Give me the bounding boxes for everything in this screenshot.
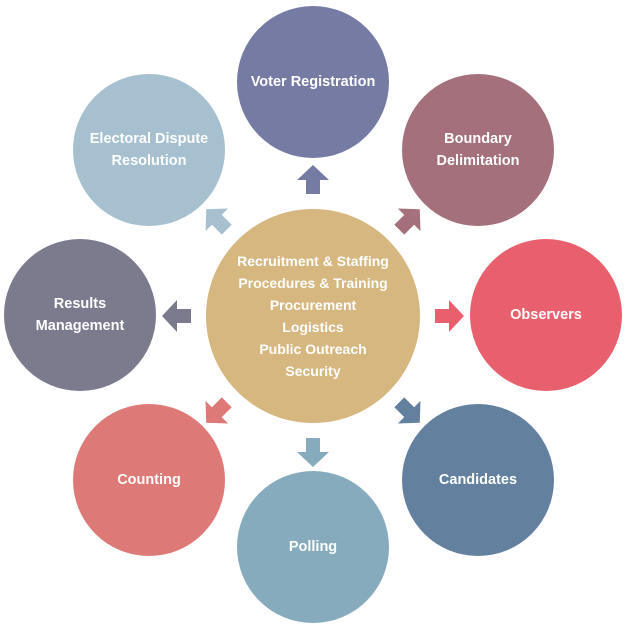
electoral-dispute-resolution-label-line1: Electoral Dispute — [89, 131, 209, 147]
center-item: Public Outreach — [259, 341, 367, 357]
voter-registration-arrow-icon — [297, 165, 329, 194]
boundary-delimitation-label-line2: Delimitation — [436, 153, 520, 169]
voter-registration-circle: Voter Registration — [237, 6, 389, 158]
results-management-arrow-icon — [162, 300, 191, 332]
electoral-dispute-resolution-label-line2: Resolution — [111, 153, 187, 169]
results-management-circle: Results Management — [4, 239, 156, 391]
voter-registration-label: Voter Registration — [250, 74, 376, 90]
observers-circle: Observers — [470, 239, 622, 391]
electoral-dispute-resolution-circle: Electoral Dispute Resolution — [73, 74, 225, 226]
observers-arrow-icon — [435, 300, 464, 332]
candidates-label: Candidates — [438, 472, 518, 488]
center-item: Procurement — [269, 297, 357, 313]
results-management-label-line2: Management — [35, 318, 125, 334]
boundary-delimitation-label-line1: Boundary — [444, 131, 512, 147]
boundary-delimitation-circle: Boundary Delimitation — [402, 74, 554, 226]
center-item-list: Recruitment & Staffing Procedures & Trai… — [237, 250, 389, 382]
center-circle: Recruitment & Staffing Procedures & Trai… — [206, 209, 420, 423]
counting-label: Counting — [117, 472, 181, 488]
results-management-label-line1: Results — [53, 296, 107, 312]
center-item: Security — [285, 363, 341, 379]
polling-circle: Polling — [237, 471, 389, 623]
center-item: Procedures & Training — [238, 275, 388, 291]
counting-circle: Counting — [73, 404, 225, 556]
polling-arrow-icon — [297, 438, 329, 467]
observers-label: Observers — [510, 307, 582, 323]
candidates-circle: Candidates — [402, 404, 554, 556]
polling-label: Polling — [288, 539, 338, 555]
center-item: Logistics — [282, 319, 344, 335]
center-item: Recruitment & Staffing — [237, 253, 389, 269]
